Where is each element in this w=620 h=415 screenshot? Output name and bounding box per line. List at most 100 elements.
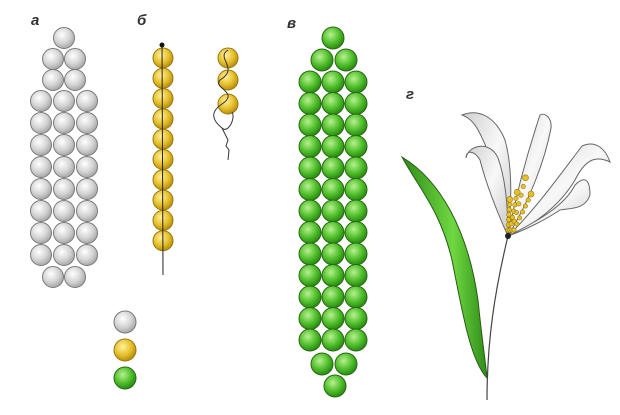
green-bead (321, 307, 345, 330)
green-bead (344, 113, 368, 137)
grey-bead (64, 69, 86, 91)
grey-bead (30, 200, 52, 222)
green-bead (298, 307, 322, 330)
green-bead (321, 242, 345, 266)
grey-bead (64, 48, 86, 70)
grey-bead (76, 200, 98, 222)
flower-base (505, 233, 511, 239)
green-bead (321, 156, 345, 180)
green-bead (344, 92, 368, 115)
green-bead (298, 264, 322, 287)
green-bead (298, 135, 322, 158)
green-bead (344, 221, 368, 244)
stamen-bead (506, 212, 512, 218)
green-bead (344, 242, 368, 266)
green-bead (321, 113, 345, 137)
grey-bead (76, 134, 98, 156)
petal (507, 179, 591, 237)
grey-bead (76, 178, 98, 200)
stamen-bead (517, 215, 523, 221)
green-bead (298, 156, 322, 180)
stamen-bead (520, 209, 526, 215)
green-bead (310, 352, 334, 376)
green-bead (344, 285, 368, 309)
yellow-bead (152, 128, 174, 150)
green-bead (334, 352, 358, 376)
petal (507, 143, 611, 237)
stamen-bead (509, 214, 515, 220)
panel-label-a: а (31, 12, 40, 29)
green-bead (321, 221, 345, 244)
grey-bead (76, 90, 98, 112)
bead-groups (30, 26, 368, 398)
stamen-bead (527, 190, 535, 198)
grey-bead (30, 222, 52, 244)
stamen-bead (516, 201, 522, 207)
stamen-bead (518, 192, 524, 198)
lily-flower (400, 112, 611, 401)
green-bead (298, 178, 322, 201)
stamen-bead (506, 217, 512, 223)
panel-label-b: б (137, 12, 147, 29)
wire-line (161, 44, 164, 276)
stamen-bead (511, 227, 517, 233)
legend-yellow-bead (113, 338, 137, 362)
green-bead (323, 374, 347, 398)
grey-bead (42, 266, 64, 288)
grey-bead (76, 112, 98, 134)
stamens (505, 174, 535, 233)
stamen-bead (506, 207, 512, 213)
grey-bead (53, 222, 75, 244)
green-bead (321, 135, 345, 158)
green-bead (321, 328, 345, 352)
green-bead (298, 70, 322, 94)
grey-bead (53, 27, 75, 49)
grey-bead (53, 156, 75, 178)
green-bead (344, 199, 368, 223)
legend-green-bead (113, 366, 137, 390)
grey-bead (53, 134, 75, 156)
grey-bead (30, 90, 52, 112)
stamen-bead (525, 197, 531, 203)
green-bead (298, 242, 322, 266)
grey-bead (53, 244, 75, 266)
green-bead (321, 26, 345, 50)
stamen-bead (514, 221, 520, 227)
panel-label-g: г (406, 86, 415, 103)
petal (465, 145, 509, 237)
panel-label-v: в (287, 15, 297, 32)
grey-bead (30, 178, 52, 200)
wire-end-dot (159, 42, 165, 48)
stamen-bead (506, 202, 512, 208)
yellow-bead (152, 108, 174, 130)
green-bead (344, 178, 368, 201)
green-bead (321, 264, 345, 287)
green-bead (344, 135, 368, 158)
green-bead (298, 113, 322, 137)
green-bead (298, 199, 322, 223)
stamen-bead (513, 210, 519, 216)
stamen-bead (520, 184, 526, 190)
green-bead (321, 199, 345, 223)
yellow-bead (152, 88, 174, 110)
grey-bead (53, 112, 75, 134)
green-bead (298, 92, 322, 115)
stamen-bead (522, 174, 529, 182)
stamen-bead (513, 196, 519, 202)
grey-bead (76, 244, 98, 266)
stem (486, 235, 509, 401)
grey-bead (53, 90, 75, 112)
grey-bead (64, 266, 86, 288)
green-bead (344, 156, 368, 180)
stamen-bead (522, 203, 528, 209)
grey-bead (42, 48, 64, 70)
green-bead (321, 178, 345, 201)
grey-bead (53, 178, 75, 200)
green-bead (321, 70, 345, 94)
stamen-bead (513, 188, 521, 196)
leaf (400, 155, 488, 380)
grey-bead (30, 156, 52, 178)
grey-bead (30, 134, 52, 156)
green-bead (298, 221, 322, 244)
